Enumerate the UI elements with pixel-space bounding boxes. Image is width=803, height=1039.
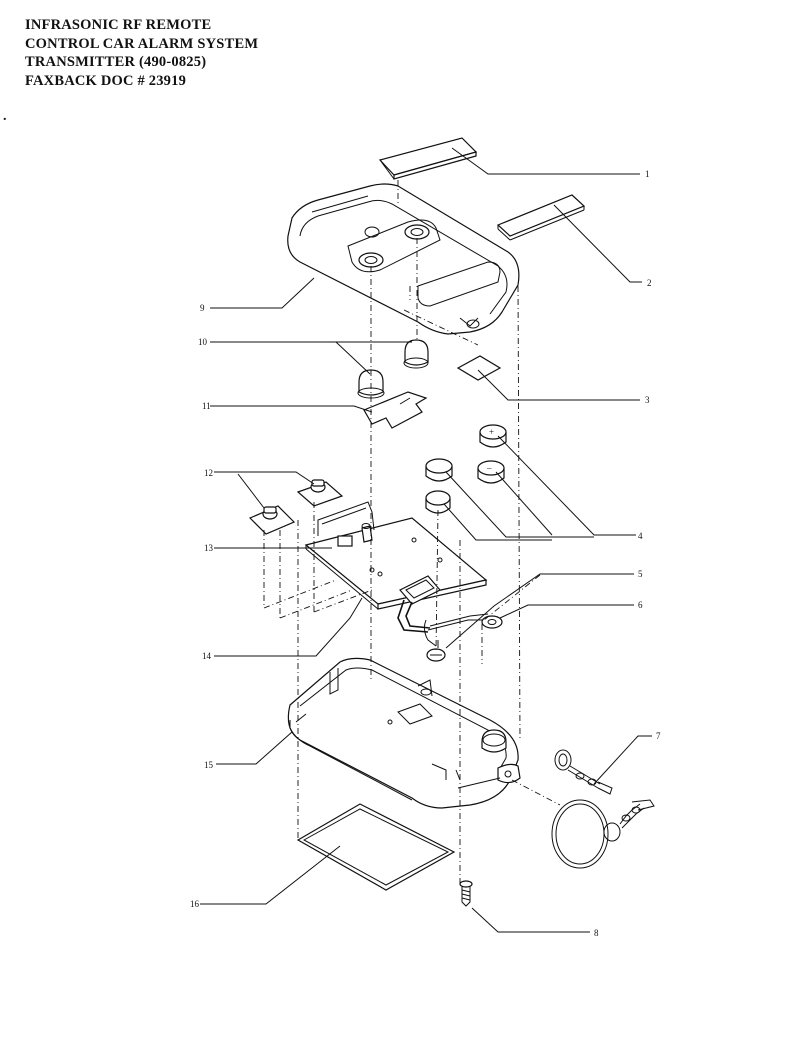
callout-6: 6 [638, 600, 643, 610]
header-line-2: CONTROL CAR ALARM SYSTEM [25, 35, 259, 52]
callout-11: 11 [202, 401, 211, 411]
callout-4: 4 [638, 531, 643, 541]
leader-lines [200, 147, 652, 933]
document-header: INFRASONIC RF REMOTE CONTROL CAR ALARM S… [25, 16, 258, 90]
callout-14: 14 [202, 651, 212, 661]
part-8-screw [459, 880, 473, 907]
callout-10: 10 [198, 337, 208, 347]
header-line-4: FAXBACK DOC # 23919 [25, 72, 187, 89]
part-3-pad [456, 355, 502, 381]
part-10-buttons [357, 339, 429, 399]
callout-2: 2 [647, 278, 652, 288]
callout-numbers: 1 2 3 4 5 6 7 8 9 10 11 12 13 14 15 16 [190, 169, 661, 938]
part-7-key-ring-chain [551, 749, 655, 869]
callout-1: 1 [645, 169, 650, 179]
callout-9: 9 [200, 303, 205, 313]
callout-12: 12 [204, 468, 213, 478]
svg-text:+: + [489, 427, 494, 437]
part-16-bottom-pad [296, 803, 456, 891]
assembly-center-lines [263, 180, 561, 885]
callout-3: 3 [645, 395, 650, 405]
part-9-top-cover [287, 183, 520, 335]
callout-15: 15 [204, 760, 214, 770]
stray-mark: . [3, 109, 7, 124]
part-13-circuit-board [304, 501, 488, 610]
part-15-bottom-case [287, 657, 521, 809]
callout-13: 13 [204, 543, 214, 553]
part-11-spring-clip [363, 391, 428, 429]
callout-16: 16 [190, 899, 200, 909]
part-5-6-wire-leads [397, 599, 503, 662]
part-4-batteries: + – [425, 424, 507, 514]
part-1-label-pad [378, 137, 478, 180]
callout-8: 8 [594, 928, 599, 938]
callout-7: 7 [656, 731, 661, 741]
part-2-label-pad [496, 194, 586, 241]
header-line-1: INFRASONIC RF REMOTE [25, 17, 212, 33]
callout-5: 5 [638, 569, 643, 579]
header-line-3: TRANSMITTER (490-0825) [25, 54, 207, 70]
svg-text:–: – [486, 463, 492, 473]
